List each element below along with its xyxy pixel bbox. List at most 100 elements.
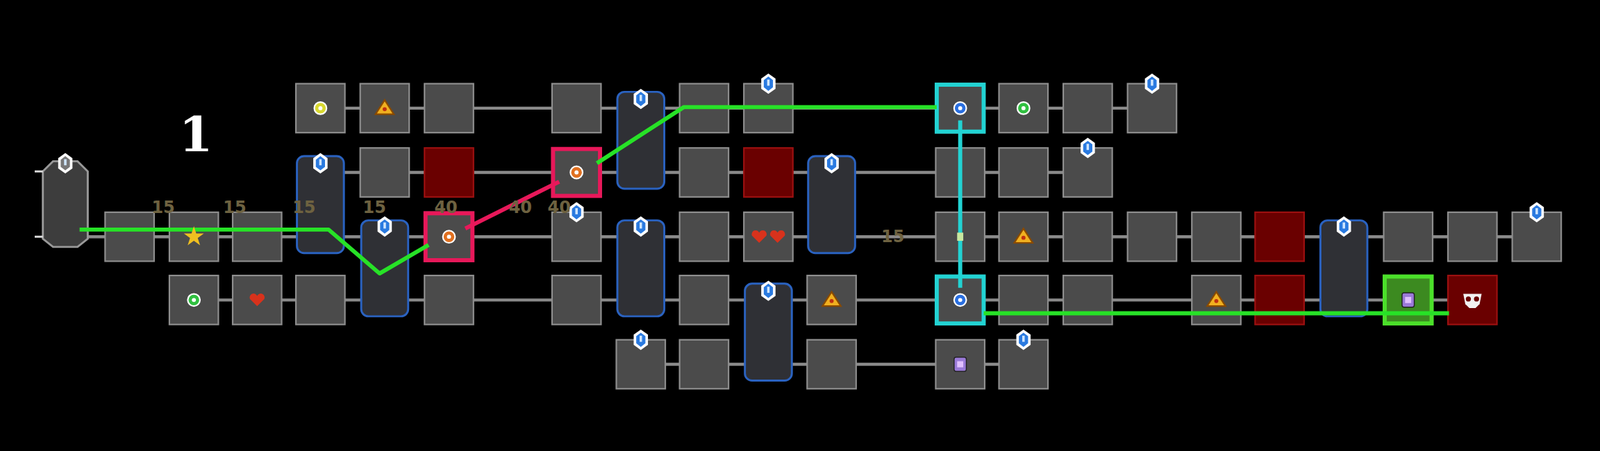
gem-marker	[1080, 138, 1096, 159]
room-icon	[375, 100, 394, 115]
faded-cost: 40	[434, 199, 457, 216]
gem-marker	[1529, 202, 1545, 223]
gem-marker	[1016, 329, 1032, 350]
highlight-room	[552, 149, 600, 197]
room	[232, 275, 282, 325]
room	[1254, 212, 1305, 262]
gem-marker	[569, 202, 585, 223]
room-icon	[187, 294, 200, 307]
room-icon	[1014, 228, 1033, 244]
room	[295, 84, 346, 134]
route-path	[597, 106, 937, 164]
room	[424, 212, 474, 262]
room	[1063, 275, 1113, 325]
room	[1127, 212, 1178, 262]
room-icon	[751, 230, 785, 244]
room	[424, 84, 474, 134]
room	[295, 275, 346, 325]
room-icon	[954, 102, 967, 115]
highlight-room	[425, 213, 473, 261]
route-lines	[65, 108, 1537, 365]
room	[360, 84, 410, 134]
rooms	[104, 84, 1562, 390]
room	[232, 212, 282, 262]
room-icon	[1402, 293, 1415, 308]
room	[935, 340, 985, 390]
gem-marker	[824, 153, 839, 174]
route-path	[983, 311, 1449, 316]
faded-cost: 15	[363, 199, 387, 216]
room	[999, 275, 1049, 325]
gem-markers	[58, 73, 1544, 351]
tall-rooms	[297, 91, 1368, 381]
room	[743, 147, 794, 198]
room-icon	[314, 102, 328, 115]
room	[999, 147, 1049, 198]
room	[999, 212, 1049, 262]
room-icons	[184, 100, 1482, 372]
highlight-room	[1384, 277, 1432, 325]
faded-cost: 40	[547, 199, 571, 216]
gem-marker	[1336, 216, 1352, 237]
room	[1447, 275, 1498, 325]
room-icon	[250, 293, 265, 307]
faded-cost: 15	[222, 199, 246, 216]
room	[1191, 275, 1241, 325]
room	[104, 212, 155, 262]
gem-marker	[633, 88, 648, 110]
room	[1191, 212, 1241, 262]
room	[424, 147, 474, 198]
room	[1383, 275, 1433, 325]
room-icon	[822, 292, 841, 307]
gem-marker	[1145, 73, 1160, 94]
gem-marker	[377, 216, 393, 237]
room	[806, 340, 857, 390]
faded-cost: 15	[881, 228, 905, 246]
room	[679, 212, 730, 262]
gem-marker	[761, 280, 776, 301]
room	[1063, 212, 1113, 262]
room	[552, 84, 602, 134]
room	[1447, 212, 1498, 262]
room	[1063, 84, 1113, 134]
room-icon	[184, 226, 205, 246]
room	[999, 84, 1049, 134]
room	[1383, 212, 1433, 262]
stage-number: 1	[179, 110, 214, 160]
route-path	[958, 120, 963, 289]
room	[743, 212, 794, 262]
room-icon	[954, 357, 967, 373]
room	[806, 275, 857, 325]
gem-marker	[633, 329, 648, 350]
room	[360, 147, 410, 198]
room-icon	[1463, 294, 1482, 310]
room	[679, 340, 730, 390]
room-icon	[956, 232, 964, 241]
room-icon	[443, 230, 456, 244]
room	[552, 275, 602, 325]
faded-cost: 40	[509, 199, 532, 216]
room	[169, 212, 219, 262]
room	[1254, 275, 1305, 325]
route-path	[79, 229, 430, 274]
gem-marker	[761, 73, 776, 94]
gem-marker	[633, 216, 648, 237]
room	[552, 147, 602, 198]
room-icon	[1017, 102, 1030, 115]
route-line	[65, 235, 1537, 239]
room-icon	[570, 166, 583, 180]
faded-cost: 15	[151, 199, 175, 216]
room	[424, 275, 474, 325]
gem-marker	[313, 153, 328, 174]
room	[169, 275, 219, 325]
room-icon	[1206, 292, 1225, 307]
chosen-route	[79, 106, 1450, 314]
room	[679, 275, 730, 325]
room	[679, 147, 730, 198]
start-room	[43, 161, 89, 248]
room-icon	[954, 294, 967, 307]
faded-cost: 15	[292, 199, 316, 216]
gem-marker	[58, 153, 73, 174]
